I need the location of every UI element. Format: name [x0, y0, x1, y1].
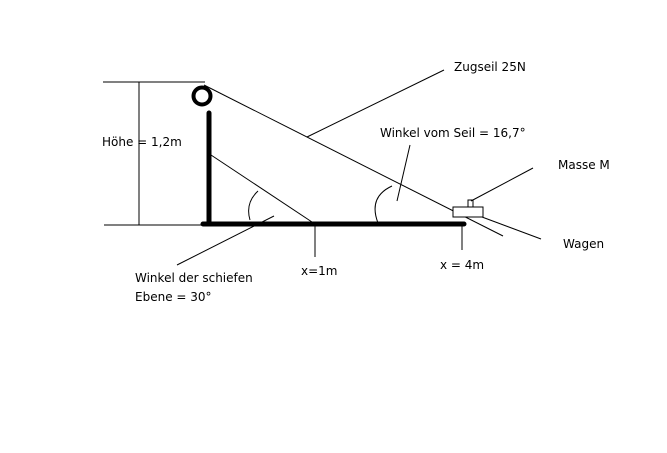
- x1-label: x=1m: [301, 264, 337, 278]
- zugseil-leader: [306, 69, 445, 138]
- wagen-cart: [452, 206, 484, 218]
- winkel-ebene-leader: [176, 215, 275, 266]
- winkel-seil-leader: [396, 144, 411, 202]
- masse-leader: [470, 167, 534, 202]
- inclined-plane-line: [210, 154, 316, 225]
- zugseil-label: Zugseil 25N: [454, 60, 526, 74]
- masse-label: Masse M: [558, 158, 610, 172]
- pulley-icon: [191, 85, 213, 107]
- incline-angle-arc: [248, 190, 259, 221]
- rope-angle-arc: [374, 185, 393, 224]
- hoehe-label: Höhe = 1,2m: [102, 135, 182, 149]
- wagen-label: Wagen: [563, 237, 604, 251]
- winkel-ebene-label-line2: Ebene = 30°: [135, 290, 212, 304]
- winkel-seil-label: Winkel vom Seil = 16,7°: [380, 126, 526, 140]
- mass-block: [467, 199, 474, 208]
- wagen-leader: [481, 216, 542, 240]
- x4-label: x = 4m: [440, 258, 484, 272]
- winkel-ebene-label-line1: Winkel der schiefen: [135, 271, 253, 285]
